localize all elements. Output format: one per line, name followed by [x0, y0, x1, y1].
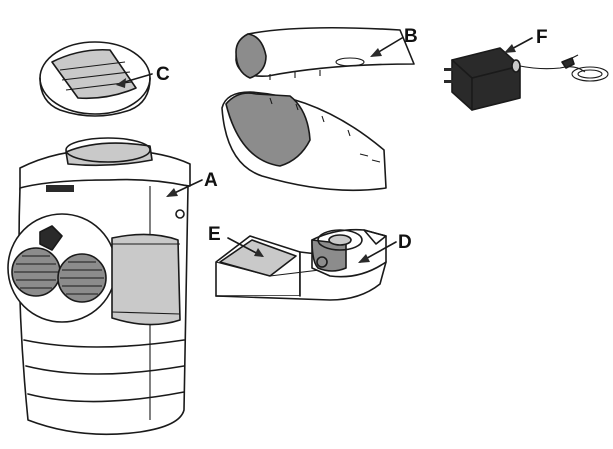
callout-a: A — [166, 170, 218, 197]
label-d: D — [398, 232, 412, 253]
label-c: C — [156, 64, 170, 85]
callout-e: E — [208, 224, 264, 257]
part-f-adapter — [444, 47, 609, 111]
callout-c: C — [116, 64, 170, 88]
callout-b: B — [370, 26, 418, 57]
part-c-cap — [39, 41, 151, 117]
callout-d: D — [358, 232, 412, 263]
label-f: F — [536, 27, 548, 48]
callout-f: F — [504, 27, 548, 53]
part-b-cover — [221, 26, 415, 192]
label-e: E — [208, 224, 221, 245]
label-b: B — [404, 26, 418, 47]
part-d-bracket — [311, 228, 387, 278]
part-a-unit — [7, 137, 191, 436]
label-a: A — [204, 170, 218, 191]
